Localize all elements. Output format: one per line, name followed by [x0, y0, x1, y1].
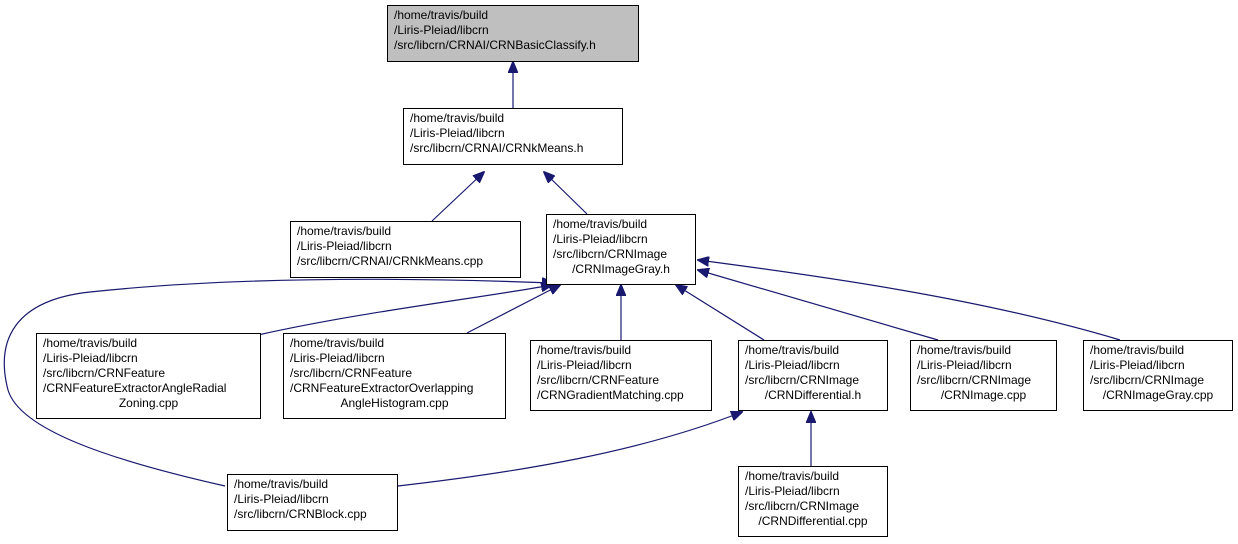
node-line: /CRNDifferential.cpp — [758, 514, 868, 528]
node-line: /home/travis/build — [297, 224, 392, 238]
edge-overlapping-to-image-gray-h — [466, 285, 560, 334]
node-crnimage-cpp[interactable]: /home/travis/build /Liris-Pleiad/libcrn … — [910, 340, 1057, 411]
node-line: /Liris-Pleiad/libcrn — [553, 232, 648, 246]
node-line: /home/travis/build — [410, 111, 505, 125]
node-line: /home/travis/build — [394, 8, 489, 22]
node-line: /home/travis/build — [290, 336, 385, 350]
node-line: /Liris-Pleiad/libcrn — [745, 358, 840, 372]
node-line: /src/libcrn/CRNImage — [745, 499, 860, 513]
node-line: /src/libcrn/CRNImage — [745, 373, 860, 387]
node-line: /Liris-Pleiad/libcrn — [43, 351, 138, 365]
node-crnbasicclassify-h: /home/travis/build /Liris-Pleiad/libcrn … — [387, 5, 639, 62]
node-line: /CRNFeatureExtractorAngleRadial — [43, 381, 227, 395]
node-line: /Liris-Pleiad/libcrn — [1090, 358, 1185, 372]
edge-block-cpp-to-differential-h — [397, 412, 742, 487]
node-crndifferential-cpp[interactable]: /home/travis/build /Liris-Pleiad/libcrn … — [738, 466, 888, 537]
node-line: /CRNImageGray.cpp — [1102, 388, 1214, 402]
node-line: /src/libcrn/CRNFeature — [290, 366, 413, 380]
edge-kmeans-cpp-to-kmeans-h — [431, 172, 484, 222]
node-line: /src/libcrn/CRNFeature — [43, 366, 166, 380]
node-crndifferential-h[interactable]: /home/travis/build /Liris-Pleiad/libcrn … — [738, 340, 888, 411]
node-line: /Liris-Pleiad/libcrn — [394, 23, 489, 37]
node-line: /home/travis/build — [537, 343, 632, 357]
node-line: /home/travis/build — [917, 343, 1012, 357]
node-line: /CRNImage.cpp — [940, 388, 1027, 402]
node-crnkmeans-h[interactable]: /home/travis/build /Liris-Pleiad/libcrn … — [403, 108, 623, 165]
node-line: /Liris-Pleiad/libcrn — [290, 351, 385, 365]
node-crnimagegray-cpp[interactable]: /home/travis/build /Liris-Pleiad/libcrn … — [1083, 340, 1233, 411]
node-line: AngleHistogram.cpp — [340, 396, 449, 410]
node-line: /home/travis/build — [234, 477, 329, 491]
node-line: /Liris-Pleiad/libcrn — [745, 484, 840, 498]
node-line: /home/travis/build — [745, 469, 840, 483]
node-crngradientmatching-cpp[interactable]: /home/travis/build /Liris-Pleiad/libcrn … — [530, 340, 712, 411]
node-line: /home/travis/build — [553, 217, 648, 231]
node-line: /home/travis/build — [1090, 343, 1185, 357]
node-line: /Liris-Pleiad/libcrn — [917, 358, 1012, 372]
edge-image-gray-h-to-kmeans-h — [544, 172, 588, 215]
node-line: /Liris-Pleiad/libcrn — [297, 239, 392, 253]
node-line: /CRNGradientMatching.cpp — [537, 388, 684, 402]
node-crnfeatureextractoranggleradialzoning-cpp[interactable]: /home/travis/build /Liris-Pleiad/libcrn … — [36, 333, 261, 419]
node-line: /Liris-Pleiad/libcrn — [234, 492, 329, 506]
node-line: /CRNImageGray.h — [572, 262, 670, 276]
node-line: /src/libcrn/CRNAI/CRNBasicClassify.h — [394, 38, 596, 52]
node-line: /src/libcrn/CRNImage — [917, 373, 1032, 387]
node-line: /src/libcrn/CRNFeature — [537, 373, 660, 387]
node-line: /src/libcrn/CRNAI/CRNkMeans.h — [410, 141, 584, 155]
node-line: /home/travis/build — [43, 336, 138, 350]
node-line: /src/libcrn/CRNAI/CRNkMeans.cpp — [297, 254, 484, 268]
node-line: /Liris-Pleiad/libcrn — [410, 126, 505, 140]
edge-image-gray-cpp-to-image-gray-h — [698, 260, 1121, 341]
edge-differential-h-to-image-gray-h — [676, 285, 765, 341]
node-crnkmeans-cpp[interactable]: /home/travis/build /Liris-Pleiad/libcrn … — [290, 221, 521, 278]
edge-angle-radial-to-image-gray-h — [257, 285, 552, 336]
node-line: /src/libcrn/CRNImage — [1090, 373, 1205, 387]
node-line: Zoning.cpp — [118, 396, 179, 410]
node-crnblock-cpp[interactable]: /home/travis/build /Liris-Pleiad/libcrn … — [227, 474, 398, 531]
node-line: /CRNDifferential.h — [764, 388, 862, 402]
edge-image-cpp-to-image-gray-h — [698, 270, 939, 341]
node-line: /src/libcrn/CRNBlock.cpp — [234, 507, 367, 521]
node-line: /src/libcrn/CRNImage — [553, 247, 668, 261]
node-line: /home/travis/build — [745, 343, 840, 357]
node-crnimagegray-h[interactable]: /home/travis/build /Liris-Pleiad/libcrn … — [546, 214, 696, 285]
edge-block-cpp-to-image-gray-h — [3, 279, 553, 487]
node-crnfeatureextractoroverlappinganglehistogram-cpp[interactable]: /home/travis/build /Liris-Pleiad/libcrn … — [283, 333, 506, 419]
node-line: /CRNFeatureExtractorOverlapping — [290, 381, 474, 395]
node-line: /Liris-Pleiad/libcrn — [537, 358, 632, 372]
